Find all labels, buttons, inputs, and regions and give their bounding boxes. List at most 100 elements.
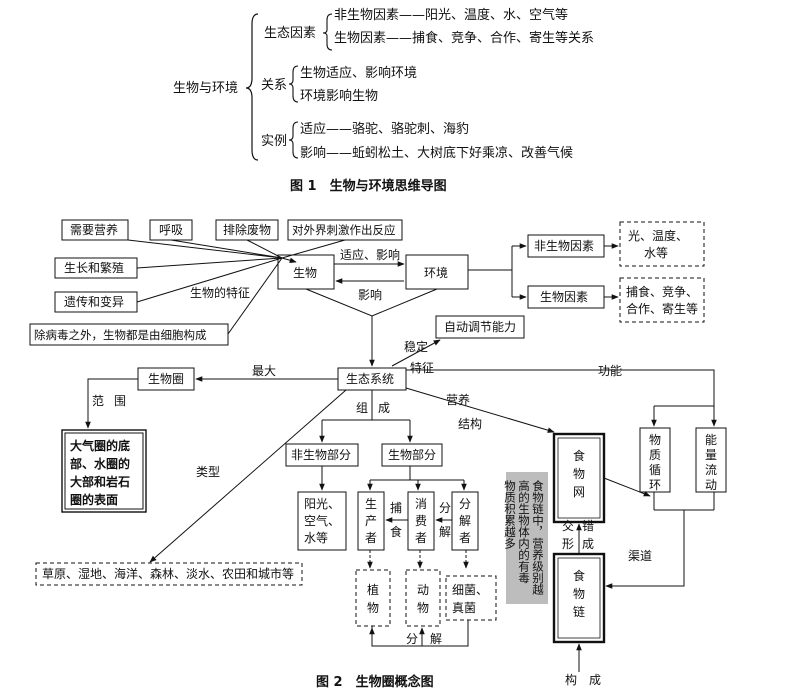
stable-label: 稳定	[404, 339, 428, 354]
food-web-2: 物	[573, 467, 585, 481]
plant-1: 植	[367, 582, 379, 597]
abiotic-label: 非生物因素	[534, 239, 594, 253]
fig1-relation: 关系	[261, 78, 287, 93]
trait-heredity: 遗传和变异	[64, 294, 124, 309]
consumer-2: 费	[415, 514, 427, 528]
producer-3: 者	[365, 531, 377, 545]
self-regulation-box	[435, 315, 525, 339]
animal-1: 动	[417, 583, 429, 597]
energy-flow-4: 动	[705, 478, 717, 492]
environment-label: 环境	[424, 265, 448, 280]
fig1-relation-2: 环境影响生物	[300, 88, 378, 104]
influence-label: 影响	[358, 287, 382, 302]
consumer-box	[407, 491, 435, 551]
biosphere-def-inner	[64, 432, 144, 510]
fig1-abiotic-line: 非生物因素——阳光、温度、水、空气等	[334, 7, 568, 23]
decompose-h: 分 解	[406, 632, 442, 646]
trait-cells: 除病毒之外，生物都是由细胞构成	[34, 328, 207, 342]
composition-lines	[322, 390, 410, 421]
decompose-v-1: 分	[439, 501, 451, 515]
figure-2	[29, 219, 727, 672]
decomposer-box	[451, 491, 479, 551]
trait-nutrients-box	[61, 219, 129, 241]
energy-flow-3: 流	[705, 463, 717, 477]
biosphere-scope-line	[85, 378, 138, 429]
microbes-box	[445, 575, 497, 621]
abiotic-part-label: 非生物部分	[291, 447, 351, 462]
food-chain-1: 食	[573, 568, 585, 583]
biotic-part-box	[381, 443, 443, 467]
fig1-root: 生物与环境	[173, 81, 238, 96]
trait-cells-box	[29, 323, 229, 346]
trait-nutrients: 需要营养	[70, 222, 118, 237]
food-chain-2: 物	[573, 587, 585, 601]
producer-1: 生	[365, 497, 377, 511]
material-cycle-1: 物	[649, 433, 661, 447]
consumer-3: 者	[415, 531, 427, 545]
feature-label: 特征	[410, 360, 434, 375]
fig1-relation-1: 生物适应、影响环境	[300, 65, 417, 81]
composition-1: 组	[356, 401, 368, 415]
abiotic-part-ex-1: 阳光、	[304, 497, 340, 511]
producer-box	[357, 491, 385, 551]
predation-1: 捕	[390, 500, 402, 515]
trait-stimulus: 对外界刺激作出反应	[292, 223, 396, 237]
food-chain-3: 链	[573, 604, 585, 619]
abiotic-example-1: 光、温度、	[628, 228, 688, 243]
biosphere-label: 生物圈	[148, 372, 184, 386]
biotic-example-2: 合作、寄生等	[626, 301, 698, 316]
animal-box	[405, 569, 441, 627]
channel-label: 渠道	[628, 549, 652, 563]
microbes-2: 真菌	[452, 601, 476, 615]
food-web-1: 食	[573, 448, 585, 463]
fig1-examples: 实例	[261, 134, 287, 149]
trait-breathing: 呼吸	[159, 223, 183, 237]
types-label: 类型	[196, 465, 220, 479]
ecosystem-label: 生态系统	[346, 372, 394, 386]
abiotic-part-examples-box	[297, 491, 347, 551]
traits-label: 生物的特征	[190, 285, 250, 300]
food-web-inner	[557, 437, 601, 519]
decompose-v-2: 解	[439, 525, 451, 539]
food-chain-inner	[557, 557, 601, 639]
material-cycle-box	[639, 427, 671, 493]
trait-excretion: 排除废物	[223, 222, 271, 237]
biotic-example-1: 捕食、竞争、	[626, 284, 698, 299]
biotic-part-label: 生物部分	[388, 447, 436, 462]
material-cycle-3: 循	[649, 463, 661, 477]
eco-brace	[322, 13, 333, 51]
composition-2: 成	[378, 401, 390, 415]
biosphere-def-outer	[61, 429, 147, 513]
figure-1: 生物与环境 生态因素 非生物因素——阳光、温度、水、空气等 生物因素——捕食、竞…	[173, 7, 594, 194]
energy-flow-2: 量	[705, 448, 717, 462]
form-2: 成	[582, 537, 594, 551]
traits-to-organism	[281, 257, 297, 263]
ecosystem-to-regulation	[391, 339, 441, 367]
interlace-1: 交	[562, 518, 574, 533]
channel-lines	[606, 492, 715, 587]
plant-2: 物	[367, 601, 379, 615]
biosphere-def-1: 大气圈的底	[70, 438, 130, 453]
toxin-note-col-2: 高的生物体内的有毒	[517, 479, 531, 584]
biosphere-def-4: 圈的表面	[70, 492, 118, 507]
function-lines	[406, 369, 715, 407]
fig1-example-2: 影响——蚯蚓松土、大树底下好乘凉、改善气候	[300, 145, 573, 161]
decomposer-3: 者	[459, 531, 471, 545]
environment-branches	[468, 246, 513, 297]
toxin-note-col-1: 食物链中，营养级别越	[531, 479, 545, 596]
trait-connectors	[127, 239, 346, 335]
structure-label: 结构	[458, 416, 482, 431]
decomposer-2: 解	[459, 514, 471, 528]
adapt-influence-label: 适应、影响	[340, 247, 400, 262]
function-label: 功能	[598, 364, 622, 378]
toxin-note-bg	[506, 472, 548, 604]
biosphere-def-2: 部、水圈的	[70, 456, 130, 471]
to-types	[149, 389, 347, 563]
plant-box	[355, 569, 391, 627]
fig1-biotic-line: 生物因素——捕食、竞争、合作、寄生等关系	[334, 30, 594, 46]
predation-2: 食	[390, 524, 402, 539]
abiotic-examples-box	[619, 221, 705, 267]
fig1-caption: 图 1 生物与环境思维导图	[290, 178, 447, 194]
